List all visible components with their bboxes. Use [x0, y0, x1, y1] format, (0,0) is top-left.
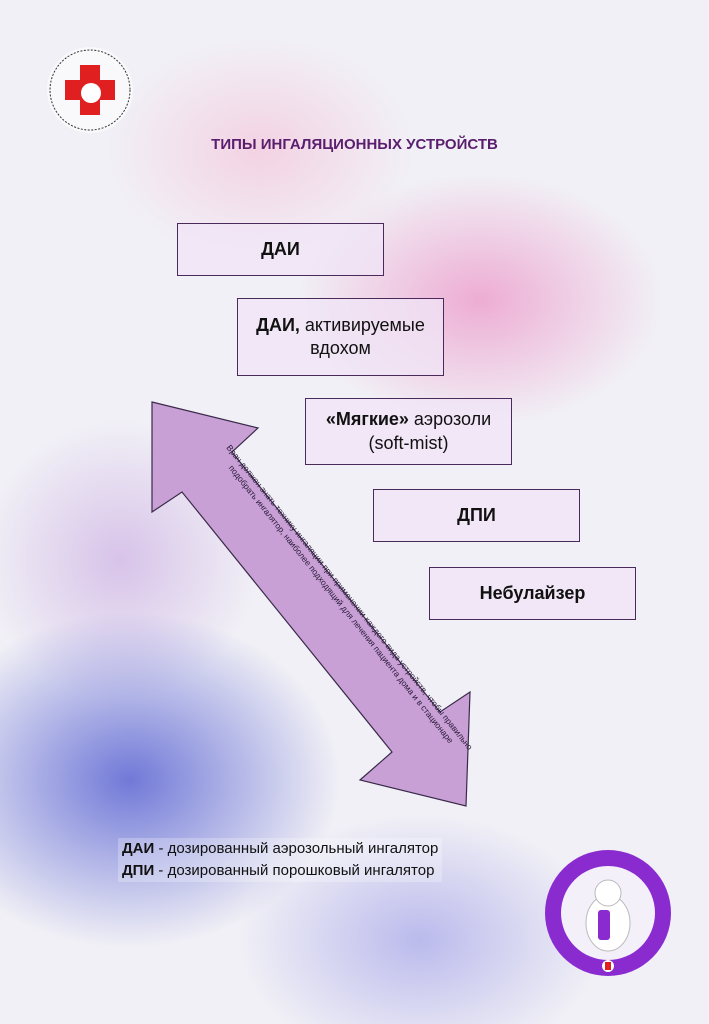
legend-def: - дозированный аэрозольный ингалятор: [154, 840, 439, 857]
legend-line-dpi: ДПИ - дозированный порошковый ингалятор: [122, 860, 438, 882]
abbreviation-legend: ДАИ - дозированный аэрозольный ингалятор…: [118, 838, 443, 882]
page-title: ТИПЫ ИНГАЛЯЦИОННЫХ УСТРОЙСТВ: [211, 136, 498, 153]
legend-def: - дозированный порошковый ингалятор: [154, 862, 435, 879]
hospital-logo: [45, 45, 135, 135]
box-soft-mist: «Мягкие» аэрозоли (soft-mist): [305, 398, 512, 465]
legend-abbr: ДПИ: [122, 862, 155, 879]
box-label: ДПИ: [457, 504, 496, 525]
box-dai: ДАИ: [177, 223, 384, 276]
legend-line-dai: ДАИ - дозированный аэрозольный ингалятор: [122, 838, 438, 860]
box-breath-activated: ДАИ, активируемые вдохом: [237, 298, 444, 376]
box-label-rest: аэрозоли (soft-mist): [368, 409, 492, 453]
box-label-bold: ДАИ,: [256, 314, 300, 335]
box-dpi: ДПИ: [373, 489, 580, 542]
polar-bear-academy-badge: [543, 848, 673, 978]
box-label-rest: активируемые вдохом: [299, 314, 425, 358]
box-label: ДАИ: [261, 238, 300, 259]
box-label: Небулайзер: [479, 582, 586, 603]
legend-abbr: ДАИ: [122, 840, 155, 857]
box-label-bold: «Мягкие»: [325, 409, 409, 430]
box-nebulizer: Небулайзер: [429, 567, 636, 620]
